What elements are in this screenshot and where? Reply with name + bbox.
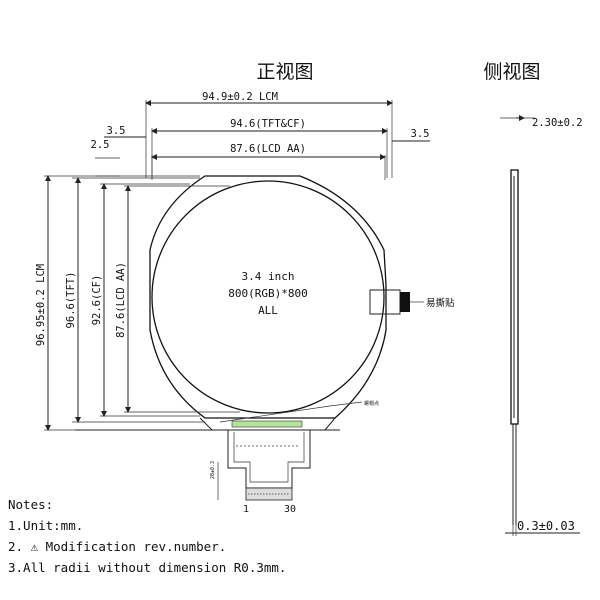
dim-tft-cf-width: 94.6(TFT&CF) [230, 118, 306, 130]
lcd-aa-circle [151, 180, 385, 414]
panel-resolution: 800(RGB)*800 [228, 287, 307, 300]
lcm-outline [149, 175, 387, 419]
dim-tft-height: 96.6(TFT) [65, 272, 77, 329]
dim-right-offset: 3.5 [411, 128, 430, 140]
dim-lcd-aa-width: 87.6(LCD AA) [230, 143, 306, 155]
dim-side-thickness: 2.30±0.2 [532, 117, 583, 129]
side-profile [510, 169, 519, 425]
dim-cf-height: 92.6(CF) [91, 275, 103, 326]
dim-top-offset: 2.5 [91, 139, 110, 151]
tear-tab-label: 易撕贴 [426, 297, 455, 309]
dim-lcm-height: 96.95±0.2 LCM [35, 264, 47, 346]
panel-mode: ALL [258, 304, 278, 317]
panel-size: 3.4 inch [242, 270, 295, 283]
note-2-number: 2. [8, 539, 31, 554]
fpc-pin-first: 1 [243, 504, 249, 515]
dim-lcd-aa-height: 87.6(LCD AA) [115, 262, 127, 338]
warning-icon: ⚠ [30, 539, 39, 554]
tear-tab-fill [400, 292, 410, 312]
note-1: 1.Unit:mm. [8, 518, 84, 533]
dim-lcm-width: 94.9±0.2 LCM [202, 91, 278, 103]
note-2-text: Modification rev.number. [38, 539, 227, 554]
fpc-small-dim: 20±0.3 [210, 461, 216, 479]
side-view-title: 侧视图 [483, 61, 540, 83]
tear-tab-outline [369, 289, 401, 315]
dim-fpc-thickness: 0.3±0.03 [517, 519, 575, 533]
dim-left-offset: 3.5 [107, 125, 126, 137]
front-view-title: 正视图 [256, 61, 313, 83]
notes-block: Notes: 1.Unit:mm. 2. ⚠ Modification rev.… [8, 494, 286, 578]
small-label: 螺帽点 [364, 400, 379, 407]
note-2: 2. ⚠ Modification rev.number. [8, 536, 286, 557]
notes-heading: Notes: [8, 497, 54, 512]
fpc-pin-last: 30 [284, 504, 296, 515]
note-3: 3.All radii without dimension R0.3mm. [8, 560, 287, 575]
fpc-contact-strip [231, 420, 303, 428]
fpc-body [227, 430, 311, 489]
